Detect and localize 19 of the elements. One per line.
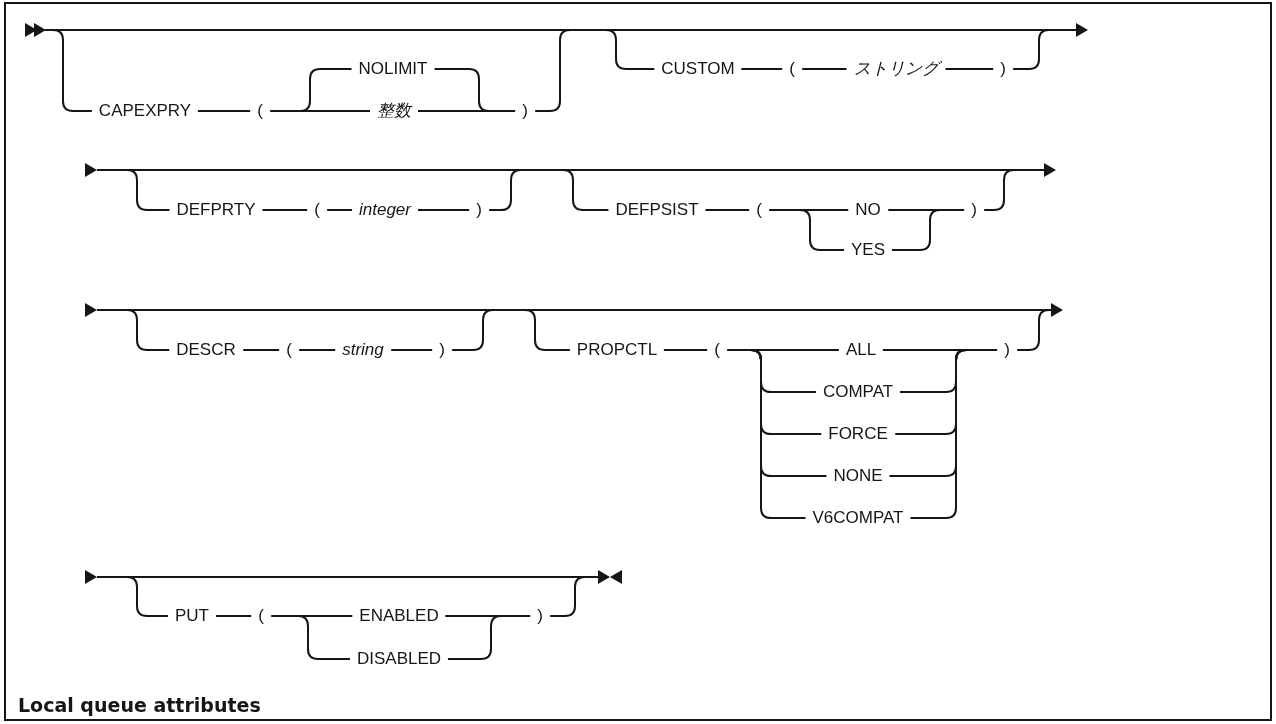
parenthesis: ) <box>515 101 535 121</box>
parenthesis: ( <box>782 59 802 79</box>
variable-text: string <box>335 340 391 360</box>
parenthesis: ( <box>279 340 299 360</box>
parenthesis: ) <box>964 200 984 220</box>
parenthesis: ) <box>997 340 1017 360</box>
variable-text: 整数 <box>370 101 418 121</box>
parenthesis: ) <box>432 340 452 360</box>
parenthesis: ) <box>993 59 1013 79</box>
caption: Local queue attributes <box>18 694 261 716</box>
parenthesis: ( <box>307 200 327 220</box>
parenthesis: ) <box>469 200 489 220</box>
parenthesis: ( <box>707 340 727 360</box>
parenthesis: ( <box>251 606 271 626</box>
parenthesis: ( <box>749 200 769 220</box>
variable-text: ストリング <box>846 59 946 79</box>
parenthesis: ( <box>250 101 270 121</box>
variable-text: integer <box>352 200 418 220</box>
parenthesis: ) <box>530 606 550 626</box>
